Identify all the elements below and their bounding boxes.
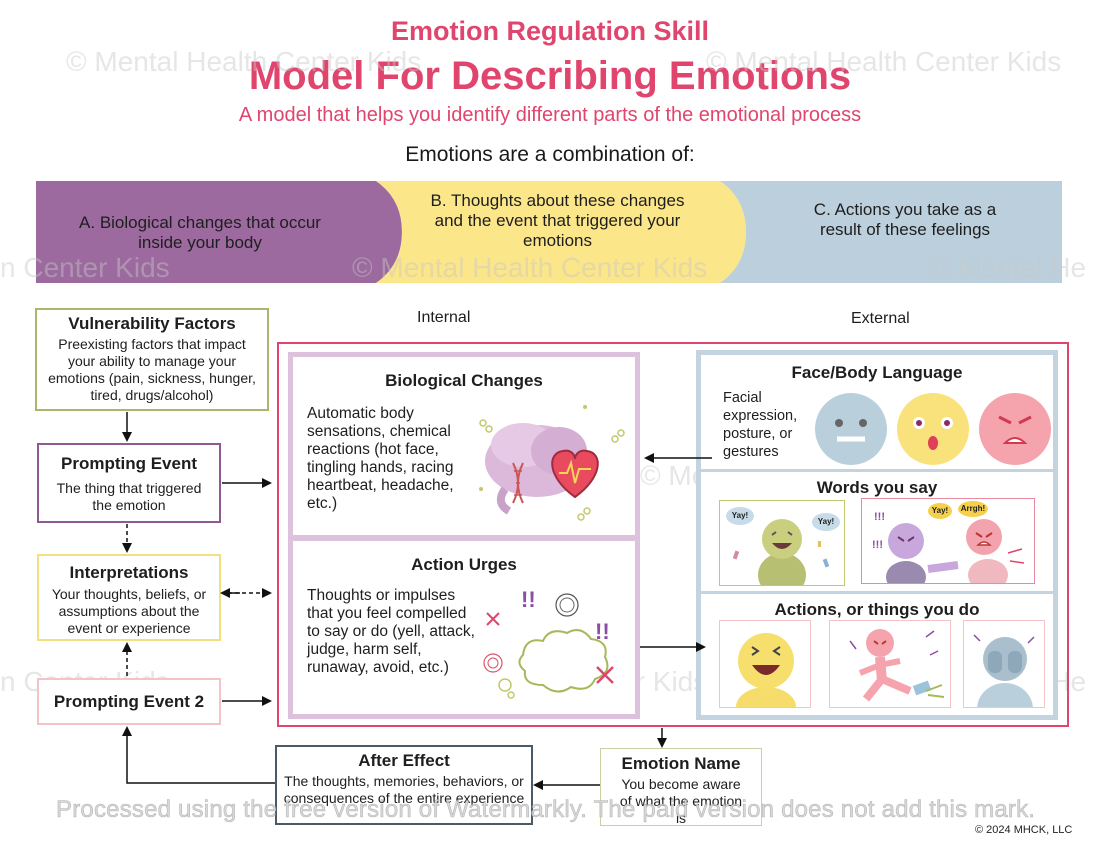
action-urges-title: Action Urges [411, 555, 517, 574]
prompting-event-2-box: Prompting Event 2 [37, 678, 221, 725]
speech-bubble: Yay! [726, 507, 754, 525]
copyright: © 2024 MHCK, LLC [975, 824, 1073, 836]
emotion-name-box: Emotion Name You become aware of what th… [600, 748, 762, 826]
brain-heart-illustration [479, 405, 625, 521]
band-b-label: B. Thoughts about these changes and the … [430, 191, 685, 250]
svg-text:!!: !! [521, 587, 536, 612]
prompting-event-title: Prompting Event [60, 454, 197, 473]
prompting-event-box: Prompting Event The thing that triggered… [37, 443, 221, 523]
laughing-person-illustration [736, 633, 796, 707]
vulnerability-factors-box: Vulnerability Factors Preexisting factor… [35, 308, 269, 411]
watermarkly-overlay: Processed using the free version of Wate… [56, 796, 1036, 824]
process-frame [277, 342, 1069, 727]
action-urges-panel: Action Urges Thoughts or impulses that y… [288, 538, 640, 719]
vulnerability-factors-title: Vulnerability Factors [68, 314, 236, 333]
biological-changes-title: Biological Changes [385, 371, 543, 390]
speech-bubble: Arrgh! [958, 501, 988, 517]
page-title: Model For Describing Emotions [248, 54, 852, 98]
watermark: © Mental Health Center Kids [66, 46, 422, 77]
argument-illustration [886, 519, 1025, 583]
emotion-name-body: You become aware of what the emotion is [619, 776, 743, 826]
band-b-shape [376, 181, 746, 283]
emotion-name-title: Emotion Name [621, 754, 741, 773]
band-a-shape [36, 181, 402, 283]
vulnerability-factors-body: Preexisting factors that impact your abi… [48, 336, 256, 403]
biological-changes-body: Automatic body sensations, chemical reac… [307, 405, 454, 512]
face-body-language-title: Face/Body Language [791, 363, 963, 382]
speech-bubble: Yay! [928, 503, 952, 519]
interpretations-body: Your thoughts, beliefs, or assumptions a… [51, 586, 207, 636]
happy-friends-illustration [732, 519, 830, 585]
after-effect-title: After Effect [358, 751, 450, 770]
watermark: © Mental He [930, 252, 1087, 283]
after-effect-box: After Effect The thoughts, memories, beh… [275, 745, 533, 825]
words-scene-happy: Yay! Yay! [719, 500, 845, 586]
action-scene-laughing [719, 620, 811, 708]
external-label: External [851, 310, 910, 327]
band-c-label: C. Actions you take as a result of these… [813, 200, 997, 239]
band-c-shape [720, 181, 1062, 283]
speech-bubble: Yay! [812, 513, 840, 531]
words-you-say-title: Words you say [816, 478, 938, 497]
exclamation-marks: !!! [874, 511, 885, 523]
band-a-label: A. Biological changes that occur inside … [79, 213, 321, 252]
puzzle-bands [36, 181, 1062, 283]
action-scene-kicking [829, 620, 951, 708]
faces-illustration [815, 393, 1051, 465]
hiding-person-illustration [973, 634, 1035, 707]
actions-panel: Actions, or things you do [696, 591, 1058, 720]
page-subtitle: A model that helps you identify differen… [238, 104, 862, 126]
action-scene-hiding [963, 620, 1045, 708]
action-urges-body: Thoughts or impulses that you feel compe… [307, 587, 475, 676]
svg-text:!!: !! [595, 619, 610, 644]
interpretations-box: Interpretations Your thoughts, beliefs, … [37, 554, 221, 641]
face-body-language-panel: Face/Body Language Facial expression, po… [696, 350, 1058, 472]
skill-label: Emotion Regulation Skill [390, 16, 709, 46]
face-body-language-body: Facial expression, posture, or gestures [723, 390, 798, 460]
after-effect-body: The thoughts, memories, behaviors, or co… [283, 773, 525, 806]
actions-title: Actions, or things you do [774, 600, 980, 619]
watermark: © Mental Health Center Kids [352, 252, 708, 283]
kicking-person-illustration [849, 629, 945, 702]
prompting-event-body: The thing that triggered the emotion [56, 480, 202, 513]
combination-label: Emotions are a combination of: [405, 143, 695, 166]
watermark: n Center Kids [0, 252, 170, 283]
interpretations-title: Interpretations [69, 563, 189, 582]
biological-changes-panel: Biological Changes Automatic body sensat… [288, 352, 640, 538]
internal-label: Internal [417, 309, 471, 326]
action-urges-illustration: !! !! [483, 587, 614, 699]
words-you-say-panel: Words you say Yay! Yay! !!! !!! Yay! [696, 469, 1058, 594]
watermark: © Mental Health Center Kids [706, 46, 1062, 77]
prompting-event-2-title: Prompting Event 2 [53, 692, 205, 711]
arrow-after-effect-to-prompting2 [122, 726, 275, 784]
words-scene-argument: !!! !!! Yay! Arrgh! [861, 498, 1035, 584]
exclamation-marks: !!! [872, 539, 883, 551]
